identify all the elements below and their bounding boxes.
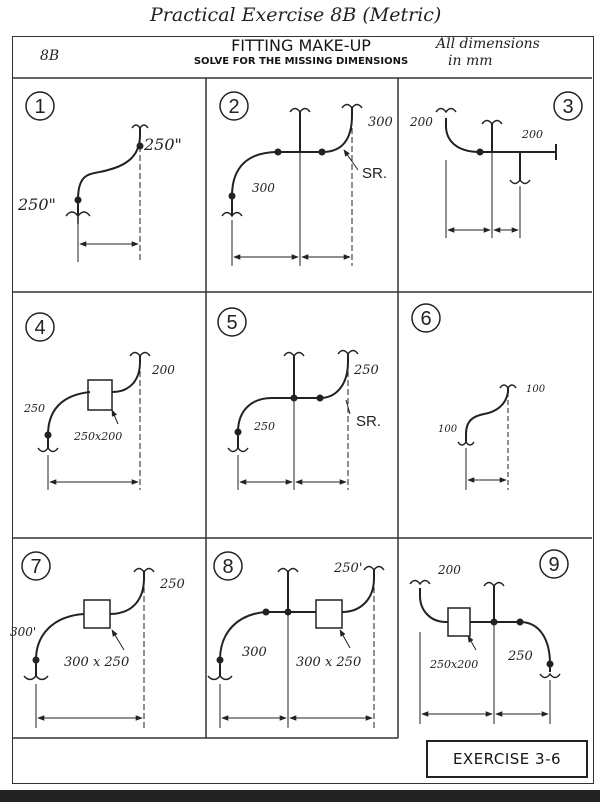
svg-text:9: 9 bbox=[548, 554, 559, 576]
p3-label-right: 200 bbox=[521, 128, 543, 141]
panel-number-7: 7 bbox=[21, 551, 51, 581]
exercise-code: 8B bbox=[40, 48, 60, 64]
p8-label-top: 250' bbox=[333, 561, 362, 576]
svg-text:8: 8 bbox=[222, 556, 233, 578]
panel-6-drawing bbox=[457, 384, 517, 490]
panel-number-4: 4 bbox=[25, 312, 55, 342]
worksheet-frame bbox=[12, 36, 594, 784]
panel-number-1: 1 bbox=[25, 91, 55, 121]
scan-bottom-edge bbox=[0, 790, 600, 802]
panel-number-5: 5 bbox=[217, 307, 247, 337]
panel-8-drawing bbox=[207, 565, 385, 728]
p7-label-top: 250 bbox=[159, 577, 185, 592]
panel-5-drawing bbox=[227, 349, 359, 490]
p4-label-reducer: 250x200 bbox=[73, 430, 122, 443]
p1-label-top: 250" bbox=[143, 135, 182, 154]
svg-text:1: 1 bbox=[34, 96, 45, 118]
p7-label-reducer: 300 x 250 bbox=[64, 655, 129, 670]
svg-text:3: 3 bbox=[562, 96, 573, 118]
p9-label-right: 250 bbox=[507, 649, 533, 664]
p5-label-sr: SR. bbox=[356, 413, 381, 430]
p6-label-top: 100 bbox=[526, 384, 546, 395]
panel-number-2: 2 bbox=[219, 91, 249, 121]
p9-label-reducer: 250x200 bbox=[429, 658, 478, 671]
svg-text:6: 6 bbox=[420, 308, 431, 330]
p1-label-bottom: 250" bbox=[17, 195, 56, 214]
panel-1-drawing bbox=[65, 124, 149, 262]
p5-label-left: 250 bbox=[253, 420, 275, 433]
panel-number-8: 8 bbox=[213, 551, 243, 581]
p3-label-left: 200 bbox=[409, 115, 433, 129]
p4-label-left: 250 bbox=[23, 402, 45, 415]
panel-2-drawing bbox=[221, 103, 363, 266]
p6-label-left: 100 bbox=[438, 424, 458, 435]
panel-number-3: 3 bbox=[553, 91, 583, 121]
panel-3-drawing bbox=[435, 107, 557, 238]
p5-label-top: 250 bbox=[353, 363, 379, 378]
panel-number-9: 9 bbox=[539, 549, 569, 579]
dimension-note-line2: in mm bbox=[448, 53, 493, 69]
svg-text:7: 7 bbox=[30, 556, 41, 578]
panel-7-drawing bbox=[23, 567, 155, 728]
dimension-note: All dimensions in mm bbox=[436, 36, 540, 70]
svg-text:4: 4 bbox=[34, 317, 45, 339]
p2-label-mid: 300 bbox=[252, 181, 275, 195]
p2-label-sr: SR. bbox=[362, 165, 387, 182]
worksheet-title: FITTING MAKE-UP bbox=[231, 36, 371, 55]
panel-grid bbox=[12, 77, 592, 739]
svg-text:2: 2 bbox=[228, 96, 239, 118]
p9-label-top: 200 bbox=[437, 563, 461, 577]
p8-label-reducer: 300 x 250 bbox=[296, 655, 361, 670]
svg-text:5: 5 bbox=[226, 312, 237, 334]
p4-label-top: 200 bbox=[151, 363, 175, 377]
panel-4-drawing bbox=[37, 351, 151, 490]
panel-9-drawing bbox=[409, 579, 561, 724]
dimension-note-line1: All dimensions bbox=[436, 36, 540, 52]
worksheet-subtitle: SOLVE FOR THE MISSING DIMENSIONS bbox=[193, 56, 409, 67]
p7-label-left: 300' bbox=[10, 625, 36, 639]
top-handwritten-note: Practical Exercise 8B (Metric) bbox=[150, 4, 442, 26]
p2-label-top: 300 bbox=[368, 115, 393, 130]
exercise-label: EXERCISE 3-6 bbox=[426, 740, 588, 778]
panel-number-6: 6 bbox=[411, 303, 441, 333]
p8-label-left: 300 bbox=[242, 645, 267, 660]
